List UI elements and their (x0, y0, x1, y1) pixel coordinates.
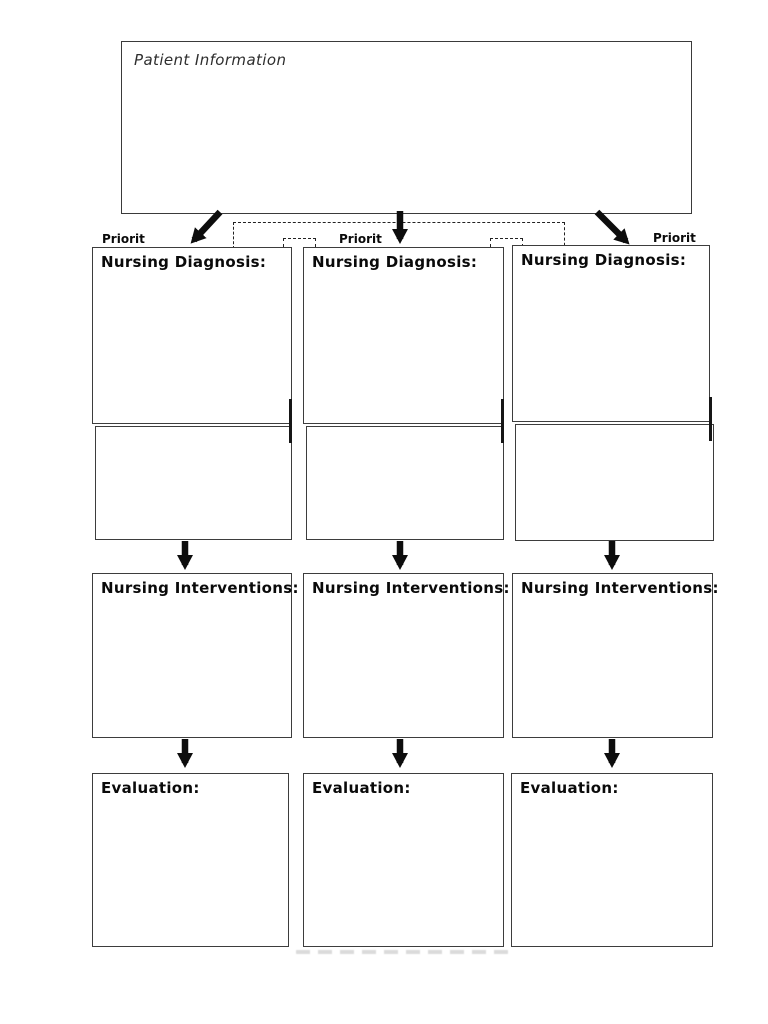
nursing-interventions-box-2: Nursing Interventions: (303, 573, 510, 738)
evaluation-label-3: Evaluation: (520, 779, 619, 797)
priority-label-3: Priorit (653, 231, 696, 245)
evaluation-box-3: Evaluation: (511, 773, 713, 947)
scan-artifact-smudge (296, 950, 508, 954)
nursing-interventions-box-3: Nursing Interventions: (512, 573, 719, 738)
priority-label-1: Priorit (102, 232, 145, 246)
arrow-patient-to-diagnosis-3 (594, 209, 630, 245)
nursing-diagnosis-label-1: Nursing Diagnosis: (101, 253, 267, 271)
nursing-diagnosis-label-3: Nursing Diagnosis: (521, 251, 687, 269)
diagnosis-notes-box-2 (306, 426, 504, 540)
evaluation-label-1: Evaluation: (101, 779, 200, 797)
nursing-diagnosis-box-2: Nursing Diagnosis: (303, 247, 504, 424)
nursing-diagnosis-box-1: Nursing Diagnosis: (92, 247, 292, 424)
evaluation-box-2: Evaluation: (303, 773, 504, 947)
evaluation-box-1: Evaluation: (92, 773, 289, 947)
box-junction-mark-1 (289, 399, 292, 443)
dashed-bracket-right (490, 238, 523, 247)
nursing-interventions-label-3: Nursing Interventions: (521, 579, 719, 597)
nursing-interventions-label-1: Nursing Interventions: (101, 579, 299, 597)
priority-label-2: Priorit (339, 232, 382, 246)
dashed-connector-right-end (564, 222, 565, 251)
dashed-bracket-left (283, 238, 316, 247)
nursing-diagnosis-label-2: Nursing Diagnosis: (312, 253, 478, 271)
patient-information-label: Patient Information (134, 51, 287, 69)
nursing-diagnosis-box-3: Nursing Diagnosis: (512, 245, 710, 422)
nursing-interventions-label-2: Nursing Interventions: (312, 579, 510, 597)
nursing-interventions-box-1: Nursing Interventions: (92, 573, 299, 738)
diagnosis-notes-box-3 (515, 424, 714, 541)
diagnosis-notes-box-1 (95, 426, 292, 540)
evaluation-label-2: Evaluation: (312, 779, 411, 797)
arrow-patient-to-diagnosis-1 (190, 209, 223, 244)
dashed-connector-left-end (233, 222, 234, 249)
box-junction-mark-2 (501, 399, 504, 443)
patient-information-box: Patient Information (121, 41, 692, 214)
box-junction-mark-3 (709, 397, 712, 441)
